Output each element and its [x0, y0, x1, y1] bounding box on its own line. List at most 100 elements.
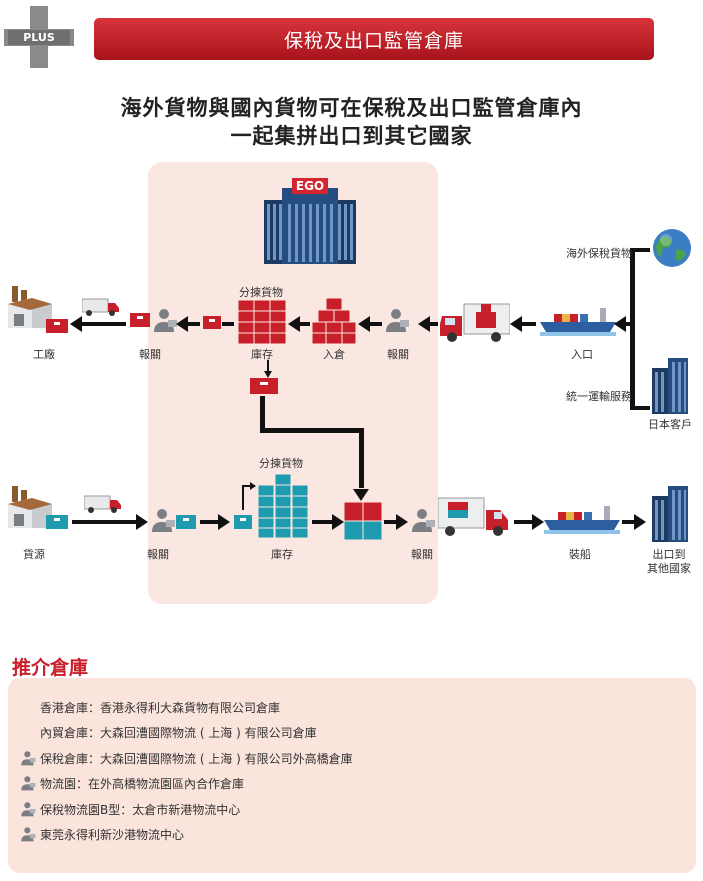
arrowhead-left-icon: [70, 316, 82, 336]
arrow-line: [222, 322, 234, 326]
globe-icon: [652, 228, 692, 272]
ship-icon: [542, 504, 622, 538]
truck-icon: [440, 302, 511, 348]
arrowhead-right-icon: [532, 514, 544, 534]
label-overseas-goods: 海外保稅貨物: [566, 247, 632, 260]
arrow-down-small-icon: [264, 360, 272, 382]
stock-boxes-icon: [237, 299, 287, 348]
label-japan-customer: 日本客戶: [648, 418, 692, 431]
arrowhead-down-icon: [353, 486, 369, 505]
city-building-icon: [650, 486, 690, 546]
list-item-text: 保稅物流園B型：太倉市新港物流中心: [40, 802, 241, 817]
city-building-icon: [650, 358, 690, 418]
list-item: 保稅物流園B型：太倉市新港物流中心: [20, 799, 240, 819]
box-icon: [46, 318, 68, 337]
list-item: 香港倉庫：香港永得利大森貨物有限公司倉庫: [20, 697, 280, 717]
arrow-line: [72, 520, 138, 524]
sort-arrow-icon: [240, 480, 256, 514]
box-icon: [176, 514, 196, 533]
box-icon: [250, 378, 278, 398]
box-icon: [203, 314, 221, 333]
label-customs: 報關: [147, 548, 169, 561]
arrowhead-right-icon: [218, 514, 230, 534]
customs-officer-icon: [20, 750, 36, 766]
list-item: 東莞永得利新沙港物流中心: [20, 824, 184, 844]
connector-line: [630, 248, 650, 252]
arrow-line: [384, 520, 398, 524]
label-export-line2: 其他國家: [647, 562, 691, 575]
list-item: 內貿倉庫：大森回漕國際物流 ( 上海 ) 有限公司倉庫: [20, 722, 317, 742]
arrow-line: [620, 322, 634, 326]
label-customs: 報關: [139, 348, 161, 361]
customs-officer-icon: [20, 801, 36, 817]
label-stock: 庫存: [271, 548, 293, 561]
small-truck-icon: [81, 297, 120, 321]
arrowhead-left-icon: [510, 316, 522, 336]
headline-line2: 一起集拼出口到其它國家: [230, 124, 473, 148]
factory-icon: [6, 282, 54, 334]
arrow-line: [424, 322, 438, 326]
recommended-title: 推介倉庫: [12, 657, 89, 679]
label-customs: 報關: [411, 548, 433, 561]
list-item-text: 物流園：在外高橋物流園區內合作倉庫: [40, 776, 245, 791]
connector-line: [260, 428, 364, 433]
connector-line: [260, 396, 265, 432]
arrowhead-right-icon: [332, 514, 344, 534]
label-sorting: 分揀貨物: [259, 457, 303, 470]
arrow-line: [516, 322, 536, 326]
arrowhead-right-icon: [136, 514, 148, 534]
list-item-text: 內貿倉庫：大森回漕國際物流 ( 上海 ) 有限公司倉庫: [40, 725, 317, 740]
arrow-line: [200, 520, 220, 524]
arrowhead-left-icon: [288, 316, 300, 336]
customs-officer-icon: [384, 308, 410, 336]
recommended-panel: [8, 678, 696, 873]
arrow-line: [182, 322, 200, 326]
connector-line: [630, 406, 650, 410]
label-export-line1: 出口到: [652, 548, 686, 561]
list-item-text: 香港倉庫：香港永得利大森貨物有限公司倉庫: [40, 700, 281, 715]
customs-officer-icon: [20, 775, 36, 791]
label-inbound: 入倉: [323, 348, 345, 361]
arrowhead-left-icon: [176, 316, 188, 336]
customs-officer-icon: [150, 508, 176, 536]
label-shipping: 裝船: [569, 548, 591, 561]
ego-building-icon: EGO: [258, 178, 362, 268]
inbound-boxes-icon: [311, 297, 357, 348]
plus-badge-label: PLUS: [23, 31, 55, 44]
label-stock: 庫存: [251, 348, 273, 361]
customs-officer-icon: [410, 508, 436, 536]
label-customs: 報關: [387, 348, 409, 361]
ego-sign: EGO: [295, 179, 325, 193]
arrow-line: [80, 322, 126, 326]
small-truck-icon: [83, 494, 122, 518]
list-item-text: 保稅倉庫：大森回漕國際物流 ( 上海 ) 有限公司外高橋倉庫: [40, 751, 353, 766]
arrow-line: [366, 322, 382, 326]
connector-line: [359, 428, 364, 488]
customs-officer-icon: [152, 308, 178, 336]
list-item: 物流園：在外高橋物流園區內合作倉庫: [20, 773, 244, 793]
connector-line: [630, 248, 635, 410]
box-icon: [46, 514, 68, 533]
stock-boxes-icon: [257, 473, 309, 542]
arrowhead-right-icon: [396, 514, 408, 534]
ship-icon: [538, 306, 618, 340]
arrowhead-left-icon: [418, 316, 430, 336]
box-icon: [234, 514, 252, 533]
page-title: 保稅及出口監管倉庫: [94, 18, 654, 60]
label-entry: 入口: [571, 348, 593, 361]
label-factory: 工廠: [33, 348, 55, 361]
label-sorting: 分揀貨物: [239, 286, 283, 299]
box-icon: [130, 312, 150, 331]
plus-badge: PLUS: [4, 6, 74, 68]
label-unified-transport: 統一運輸服務: [566, 390, 632, 403]
customs-officer-icon: [20, 826, 36, 842]
arrowhead-right-icon: [634, 514, 646, 534]
consolidated-boxes-icon: [343, 501, 383, 544]
arrow-line: [312, 520, 334, 524]
arrow-line: [514, 520, 534, 524]
arrow-line: [294, 322, 310, 326]
source-factory-icon: [6, 482, 54, 534]
arrow-line: [622, 520, 636, 524]
label-source: 貨源: [23, 548, 45, 561]
headline-line1: 海外貨物與國內貨物可在保稅及出口監管倉庫內: [120, 96, 583, 120]
